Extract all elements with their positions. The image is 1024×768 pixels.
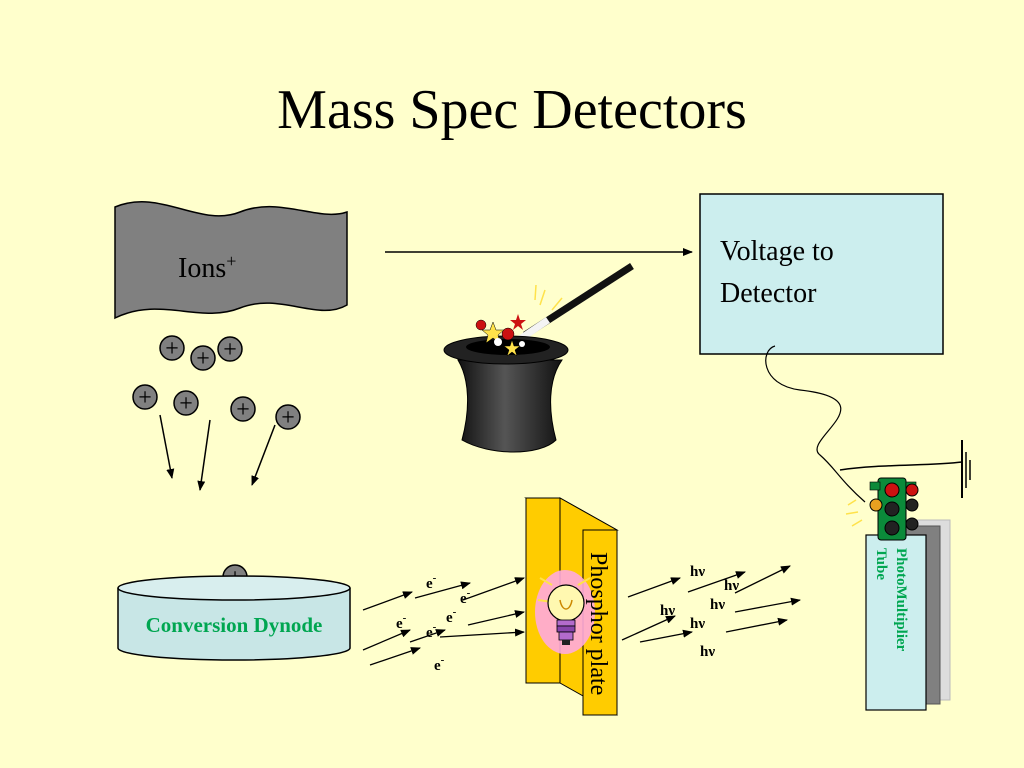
ion-trajectory-arrows xyxy=(159,414,276,491)
ion-plus-symbol: + xyxy=(165,336,179,362)
electron-arrow xyxy=(369,647,421,666)
photon-label: hν xyxy=(710,597,725,613)
electron-arrow xyxy=(409,629,446,643)
electron-label: e- xyxy=(426,572,437,592)
phosphor-plate: Phosphor plate xyxy=(524,497,619,716)
ion-particles: ++++++++ xyxy=(132,335,301,591)
electron-label: e- xyxy=(396,612,407,632)
ion-plus-symbol: + xyxy=(196,346,210,372)
electron-arrow xyxy=(462,577,525,601)
photon-arrow xyxy=(627,577,681,598)
electron-arrow xyxy=(467,610,525,626)
conversion-dynode-label: Conversion Dynode xyxy=(146,613,323,637)
voltage-label-line1: Voltage to xyxy=(720,236,834,267)
ions-label: Ions+ xyxy=(178,251,236,284)
voltage-detector-box: Voltage to Detector xyxy=(699,193,944,355)
photon-arrow xyxy=(639,629,693,643)
ion-circle: + xyxy=(132,384,158,411)
slide-title: Mass Spec Detectors xyxy=(277,79,747,141)
photon-label: hν xyxy=(660,603,675,619)
ion-plus-symbol: + xyxy=(223,337,237,363)
traffic-light-icon xyxy=(839,440,971,541)
ion-circle: + xyxy=(173,390,199,417)
ion-plus-symbol: + xyxy=(281,405,295,431)
photon-label: hν xyxy=(700,644,715,660)
photon-label: hν xyxy=(724,578,739,594)
ion-arrow xyxy=(159,414,175,479)
ion-arrow xyxy=(197,419,211,491)
electron-label: e- xyxy=(434,654,445,674)
photon-arrow xyxy=(734,597,801,613)
voltage-label-line2: Detector xyxy=(720,278,817,309)
ion-arrow xyxy=(251,424,276,486)
photon-label: hν xyxy=(690,616,705,632)
lightbulb-icon xyxy=(535,570,595,654)
ion-circle: + xyxy=(159,335,185,362)
photon-arrows xyxy=(621,565,801,643)
ion-circle: + xyxy=(217,336,243,363)
electron-label: e- xyxy=(446,606,457,626)
electron-labels: e-e-e-e-e-e- xyxy=(396,572,471,674)
pmt-label-line1: PhotoMultiplier xyxy=(893,548,909,652)
ion-circle: + xyxy=(190,345,216,372)
photon-arrow xyxy=(725,617,788,633)
ion-circle: + xyxy=(275,404,301,431)
electron-label: e- xyxy=(426,621,437,641)
ion-plus-symbol: + xyxy=(138,385,152,411)
pmt-label-line2: Tube xyxy=(873,548,889,580)
electron-arrow xyxy=(362,629,411,651)
photon-arrow xyxy=(687,571,746,593)
ion-plus-symbol: + xyxy=(179,391,193,417)
photon-label: hν xyxy=(690,564,705,580)
ion-plus-symbol: + xyxy=(236,397,250,423)
electron-label: e- xyxy=(460,587,471,607)
detector-cable xyxy=(765,345,866,503)
conversion-dynode: Conversion Dynode xyxy=(117,575,351,661)
magic-hat-icon xyxy=(443,263,634,453)
ion-circle: + xyxy=(230,396,256,423)
electron-arrow xyxy=(362,591,413,611)
photon-arrow xyxy=(734,565,791,594)
electron-arrows xyxy=(362,577,525,666)
ions-sheet: Ions+ xyxy=(114,201,348,320)
phosphor-plate-label: Phosphor plate xyxy=(585,552,611,695)
photomultiplier-tube: PhotoMultiplier Tube xyxy=(865,519,951,711)
electron-arrow xyxy=(414,581,471,599)
photon-arrow xyxy=(621,615,676,641)
electron-arrow xyxy=(439,628,525,638)
